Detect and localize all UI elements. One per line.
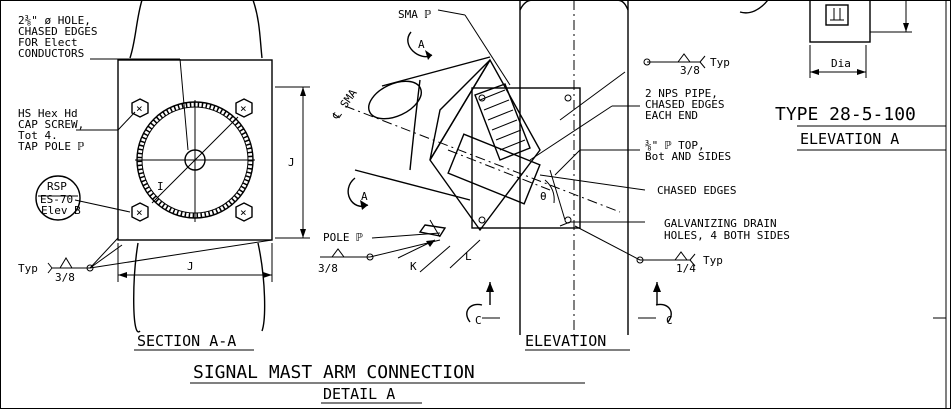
drawing-title: SIGNAL MAST ARM CONNECTION (193, 362, 475, 383)
sma-plate-label: SMA ℙ (398, 8, 431, 21)
hole-note: 2⅜" ø HOLE, CHASED EDGES FOR Elect CONDU… (18, 14, 97, 60)
sma-plate (474, 83, 531, 161)
screw-note-line-3: Tot 4. (18, 129, 58, 142)
svg-text:×: × (240, 206, 247, 219)
hole-note-line-3: FOR Elect (18, 36, 78, 49)
galvanizing-note: GALVANIZING DRAIN HOLES, 4 BOTH SIDES (664, 217, 790, 242)
elevation-a-view (739, 0, 946, 319)
bolt-top-left: × (131, 98, 149, 118)
typ-left-label: Typ (18, 262, 38, 275)
cl-sma-label: ℄ SMA (329, 86, 360, 122)
svg-text:×: × (136, 206, 143, 219)
screw-note-line-4: TAP POLE ℙ (18, 140, 85, 153)
weld-size-top: 3/8 (680, 64, 700, 77)
section-a-a-view: × × × × (35, 0, 310, 351)
weld-size-bottom-left: 3/8 (318, 262, 338, 275)
section-a-a-caption: SECTION A-A (137, 332, 236, 350)
angle-theta: θ (540, 190, 547, 203)
bolt-top-right: × (235, 98, 253, 118)
elevation-view (320, 0, 706, 351)
svg-text:×: × (136, 102, 143, 115)
nps-note-line-2: CHASED EDGES (645, 98, 724, 111)
screw-note-line-2: CAP SCREW, (18, 118, 84, 131)
dimension-j-horizontal: J (187, 260, 194, 273)
mast-arm-end (368, 80, 422, 120)
hole-note-line-4: CONDUCTORS (18, 47, 84, 60)
detail-caption: DETAIL A (323, 385, 395, 403)
dimension-i: I (157, 180, 164, 193)
bolt-bottom-right: × (235, 202, 253, 222)
elevation-caption: ELEVATION (525, 332, 606, 350)
weld-size-left: 3/8 (55, 271, 75, 284)
nps-note-line-3: EACH END (645, 109, 698, 122)
pole-plate-label: POLE ℙ (323, 231, 363, 244)
hole-note-line-1: 2⅜" ø HOLE, (18, 14, 91, 27)
rsp-callout-circle (35, 175, 81, 221)
section-a-top: A (418, 38, 425, 51)
type-title: TYPE 28-5-100 (775, 104, 916, 125)
screw-note: HS Hex Hd CAP SCREW, Tot 4. TAP POLE ℙ (18, 107, 85, 153)
dimension-dia: Dia (831, 57, 851, 70)
galvanizing-note-line-1: GALVANIZING DRAIN (664, 217, 777, 230)
top-plate-note-line-1: ⅜" ℙ TOP, (645, 139, 705, 152)
rsp-callout: RSP ES-70 Elev B (40, 180, 81, 217)
section-c-right: C (666, 314, 673, 327)
chased-edges-label: CHASED EDGES (657, 184, 736, 197)
galvanizing-note-line-2: HOLES, 4 BOTH SIDES (664, 229, 790, 242)
nps-note-line-1: 2 NPS PIPE, (645, 87, 718, 100)
top-plate-note-line-2: Bot AND SIDES (645, 150, 731, 163)
dimension-j-vertical: J (288, 156, 295, 169)
screw-note-line-1: HS Hex Hd (18, 107, 78, 120)
svg-text:×: × (240, 102, 247, 115)
nps-note: 2 NPS PIPE, CHASED EDGES EACH END (645, 87, 724, 122)
elevation-a-caption: ELEVATION A (800, 130, 899, 148)
section-a-bottom: A (361, 190, 368, 203)
dimension-k: K (410, 260, 417, 273)
top-plate-note: ⅜" ℙ TOP, Bot AND SIDES (645, 139, 731, 163)
rsp-callout-line-2: ES-70 (40, 193, 73, 206)
rsp-callout-line-3: Elev B (41, 204, 81, 217)
rsp-callout-line-1: RSP (47, 180, 67, 193)
section-c-left: C (475, 314, 482, 327)
base-plate (117, 59, 273, 241)
bolt-bottom-left: × (131, 202, 149, 222)
pole-plate (471, 87, 581, 229)
hole-note-line-2: CHASED EDGES (18, 25, 97, 38)
typ-weld-right: Typ (703, 254, 723, 267)
weld-size-bottom-right: 1/4 (676, 262, 696, 275)
typ-weld-top: Typ (710, 56, 730, 69)
dimension-l: L (465, 250, 472, 263)
